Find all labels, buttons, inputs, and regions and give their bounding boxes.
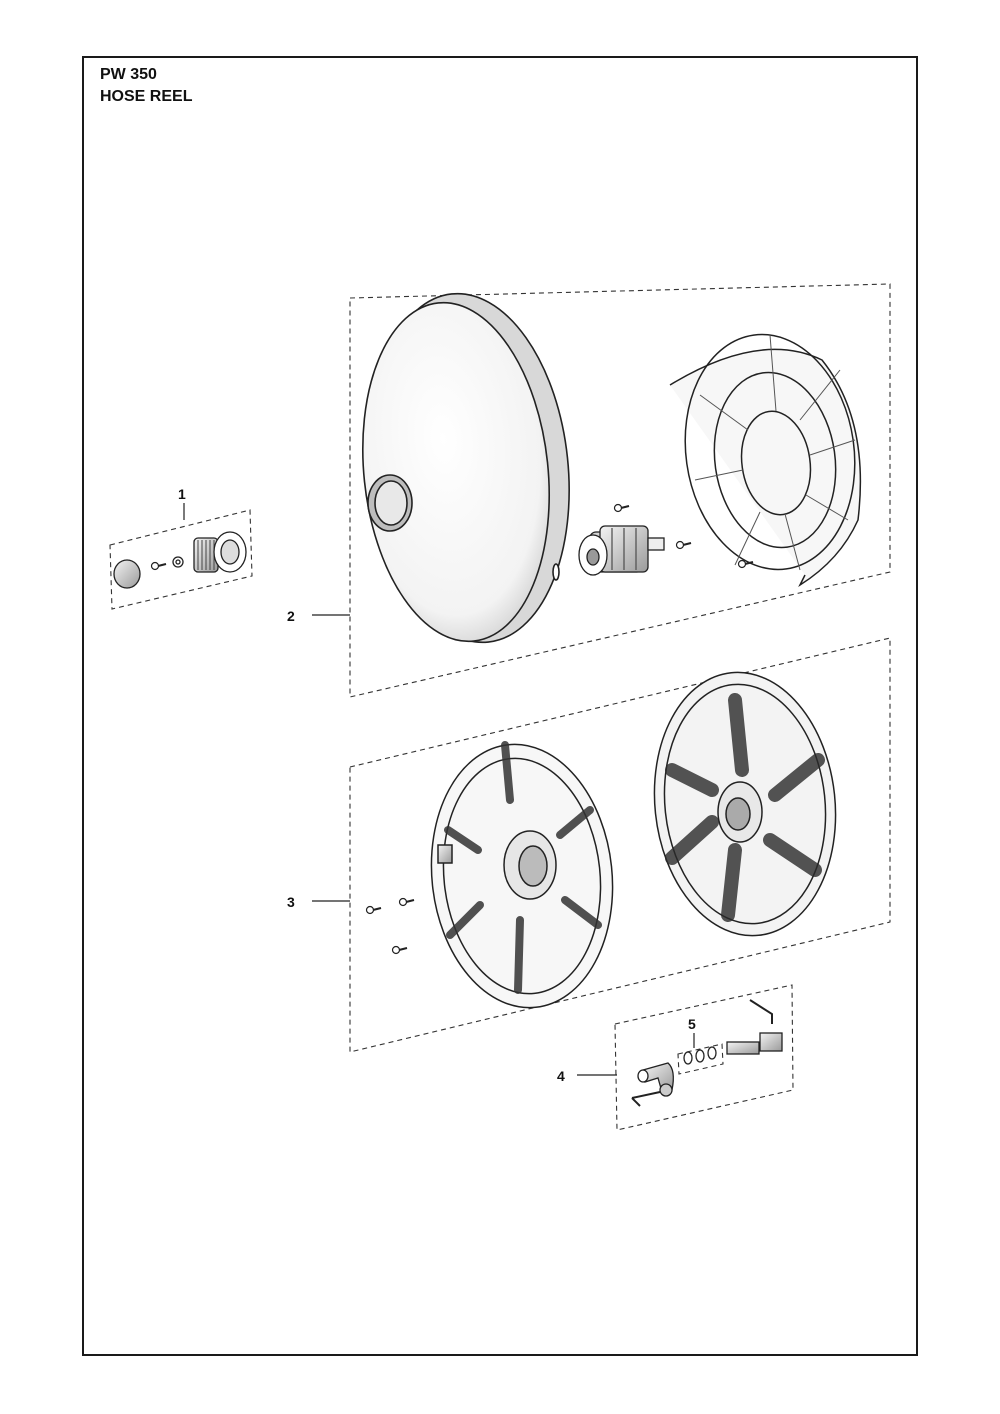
group-1-dashed-box — [109, 509, 253, 610]
rear-reel-disc — [653, 671, 837, 937]
inlet-fitting-assembly — [113, 531, 247, 589]
rear-housing — [669, 333, 862, 588]
o-rings — [683, 1046, 717, 1065]
swivel-shaft — [726, 1041, 760, 1055]
callout-1-label: 1 — [178, 486, 186, 502]
group-4-dashed-box — [614, 984, 794, 1131]
callout-5-label: 5 — [688, 1016, 696, 1032]
section-title: HOSE REEL — [100, 88, 193, 105]
group-5-dashed-box — [677, 1043, 724, 1075]
callout-4-label: 4 — [557, 1068, 565, 1084]
model-title: PW 350 — [100, 66, 157, 83]
callout-2-label: 2 — [287, 608, 295, 624]
front-cover — [361, 292, 570, 644]
swivel-fitting-assembly — [631, 999, 783, 1107]
end-cap — [113, 559, 141, 589]
front-reel-disc — [430, 741, 614, 1009]
retaining-clip — [631, 1091, 661, 1107]
callout-3-label: 3 — [287, 894, 295, 910]
page-border — [82, 56, 918, 1356]
retaining-pin — [749, 999, 773, 1024]
group-2-dashed-box — [349, 283, 891, 698]
hub-core — [578, 525, 665, 576]
